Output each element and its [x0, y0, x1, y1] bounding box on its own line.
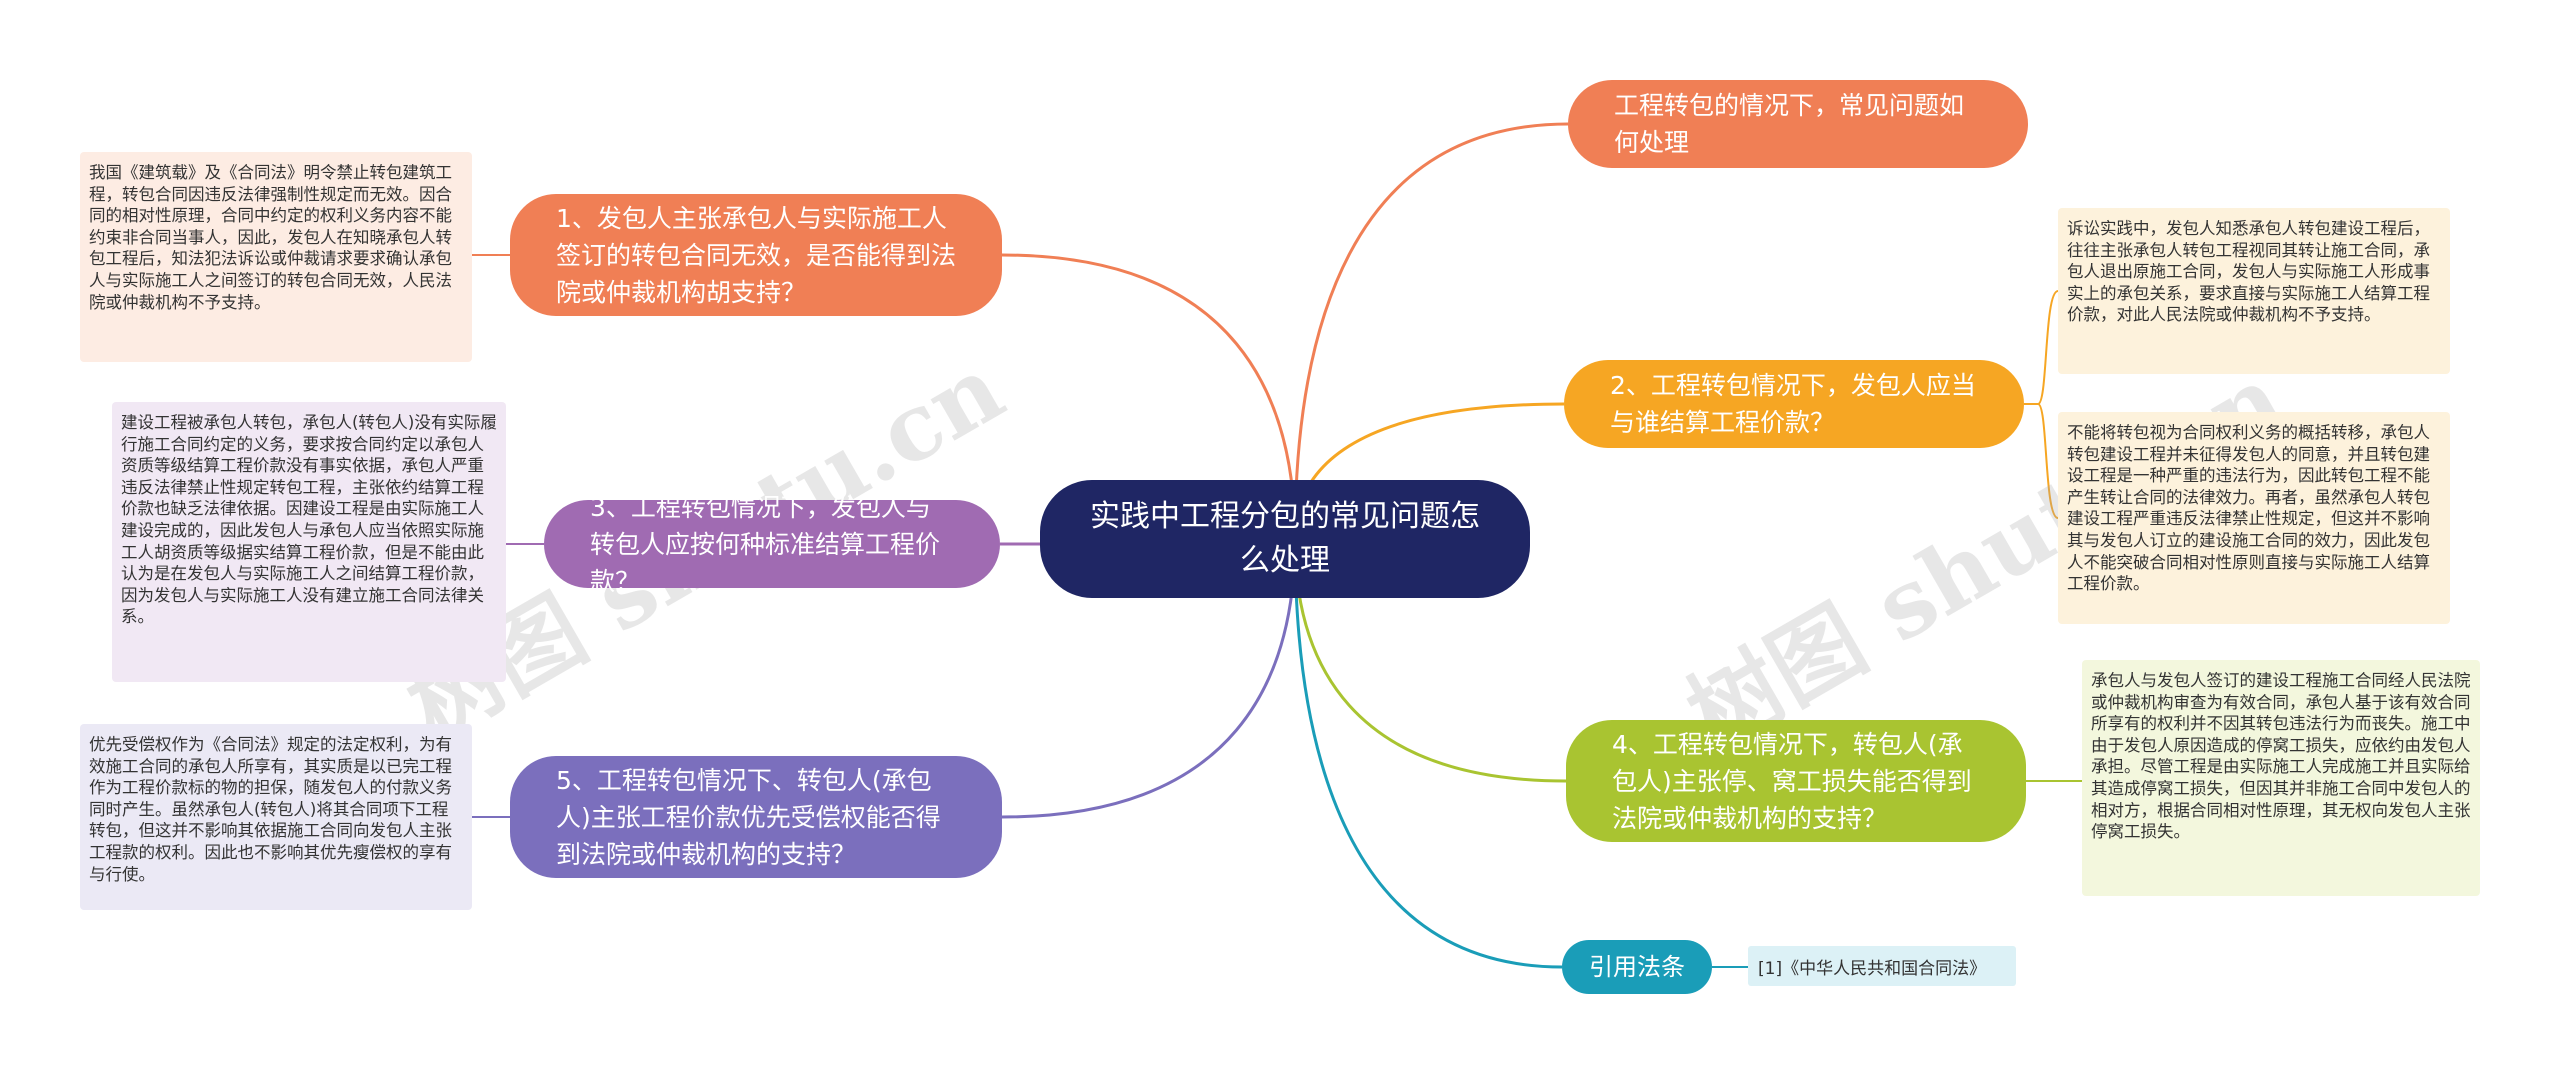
note-branch-1: 我国《建筑载》及《合同法》明令禁止转包建筑工程，转包合同因违反法律强制性规定而无…: [80, 152, 472, 362]
topic-branch-3-label: 3、工程转包情况下，发包人与转包人应按何种标准结算工程价款？: [590, 492, 941, 596]
topic-branch-5[interactable]: 5、工程转包情况下、转包人(承包人)主张工程价款优先受偿权能否得到法院或仲裁机构…: [510, 756, 1002, 878]
root-topic-label: 实践中工程分包的常见问题怎么处理: [1090, 499, 1480, 578]
topic-common-issues-label: 工程转包的情况下，常见问题如何处理: [1614, 91, 1965, 157]
topic-branch-3[interactable]: 3、工程转包情况下，发包人与转包人应按何种标准结算工程价款？: [544, 493, 1000, 596]
note-branch-2-a: 诉讼实践中，发包人知悉承包人转包建设工程后，往往主张承包人转包工程视同其转让施工…: [2058, 208, 2450, 374]
topic-branch-2[interactable]: 2、工程转包情况下，发包人应当与谁结算工程价款？: [1564, 360, 2024, 448]
note-branch-3: 建设工程被承包人转包，承包人(转包人)没有实际履行施工合同约定的义务，要求按合同…: [112, 402, 506, 682]
connector-note-2-bracket: [2037, 290, 2059, 519]
topic-common-issues[interactable]: 工程转包的情况下，常见问题如何处理: [1568, 80, 2028, 168]
topic-branch-4[interactable]: 4、工程转包情况下，转包人(承包人)主张停、窝工损失能否得到法院或仲裁机构的支持…: [1566, 720, 2026, 842]
topic-cited-law[interactable]: 引用法条: [1562, 940, 1712, 994]
topic-branch-5-label: 5、工程转包情况下、转包人(承包人)主张工程价款优先受偿权能否得到法院或仲裁机构…: [556, 765, 941, 869]
topic-branch-1[interactable]: 1、发包人主张承包人与实际施工人签订的转包合同无效，是否能得到法院或仲裁机构胡支…: [510, 194, 1002, 316]
connector-top: [1293, 122, 1569, 540]
topic-branch-2-label: 2、工程转包情况下，发包人应当与谁结算工程价款？: [1610, 371, 1976, 437]
note-branch-4: 承包人与发包人签订的建设工程施工合同经人民法院或仲裁机构审查为有效合同，承包人基…: [2082, 660, 2480, 896]
topic-branch-4-label: 4、工程转包情况下，转包人(承包人)主张停、窝工损失能否得到法院或仲裁机构的支持…: [1612, 729, 1972, 833]
law-reference-label: [1]《中华人民共和国合同法》: [1758, 958, 1987, 979]
note-branch-2-b: 不能将转包视为合同权利义务的概括转移，承包人转包建设工程并未征得发包人的同意，并…: [2058, 412, 2450, 624]
topic-branch-1-label: 1、发包人主张承包人与实际施工人签订的转包合同无效，是否能得到法院或仲裁机构胡支…: [556, 203, 957, 307]
note-branch-5: 优先受偿权作为《合同法》规定的法定权利，为有效施工合同的承包人所享有，其实质是以…: [80, 724, 472, 910]
topic-cited-law-label: 引用法条: [1589, 952, 1685, 981]
connector-law: [1293, 538, 1563, 969]
law-reference[interactable]: [1]《中华人民共和国合同法》: [1748, 946, 2016, 986]
root-topic[interactable]: 实践中工程分包的常见问题怎么处理: [1040, 480, 1530, 598]
